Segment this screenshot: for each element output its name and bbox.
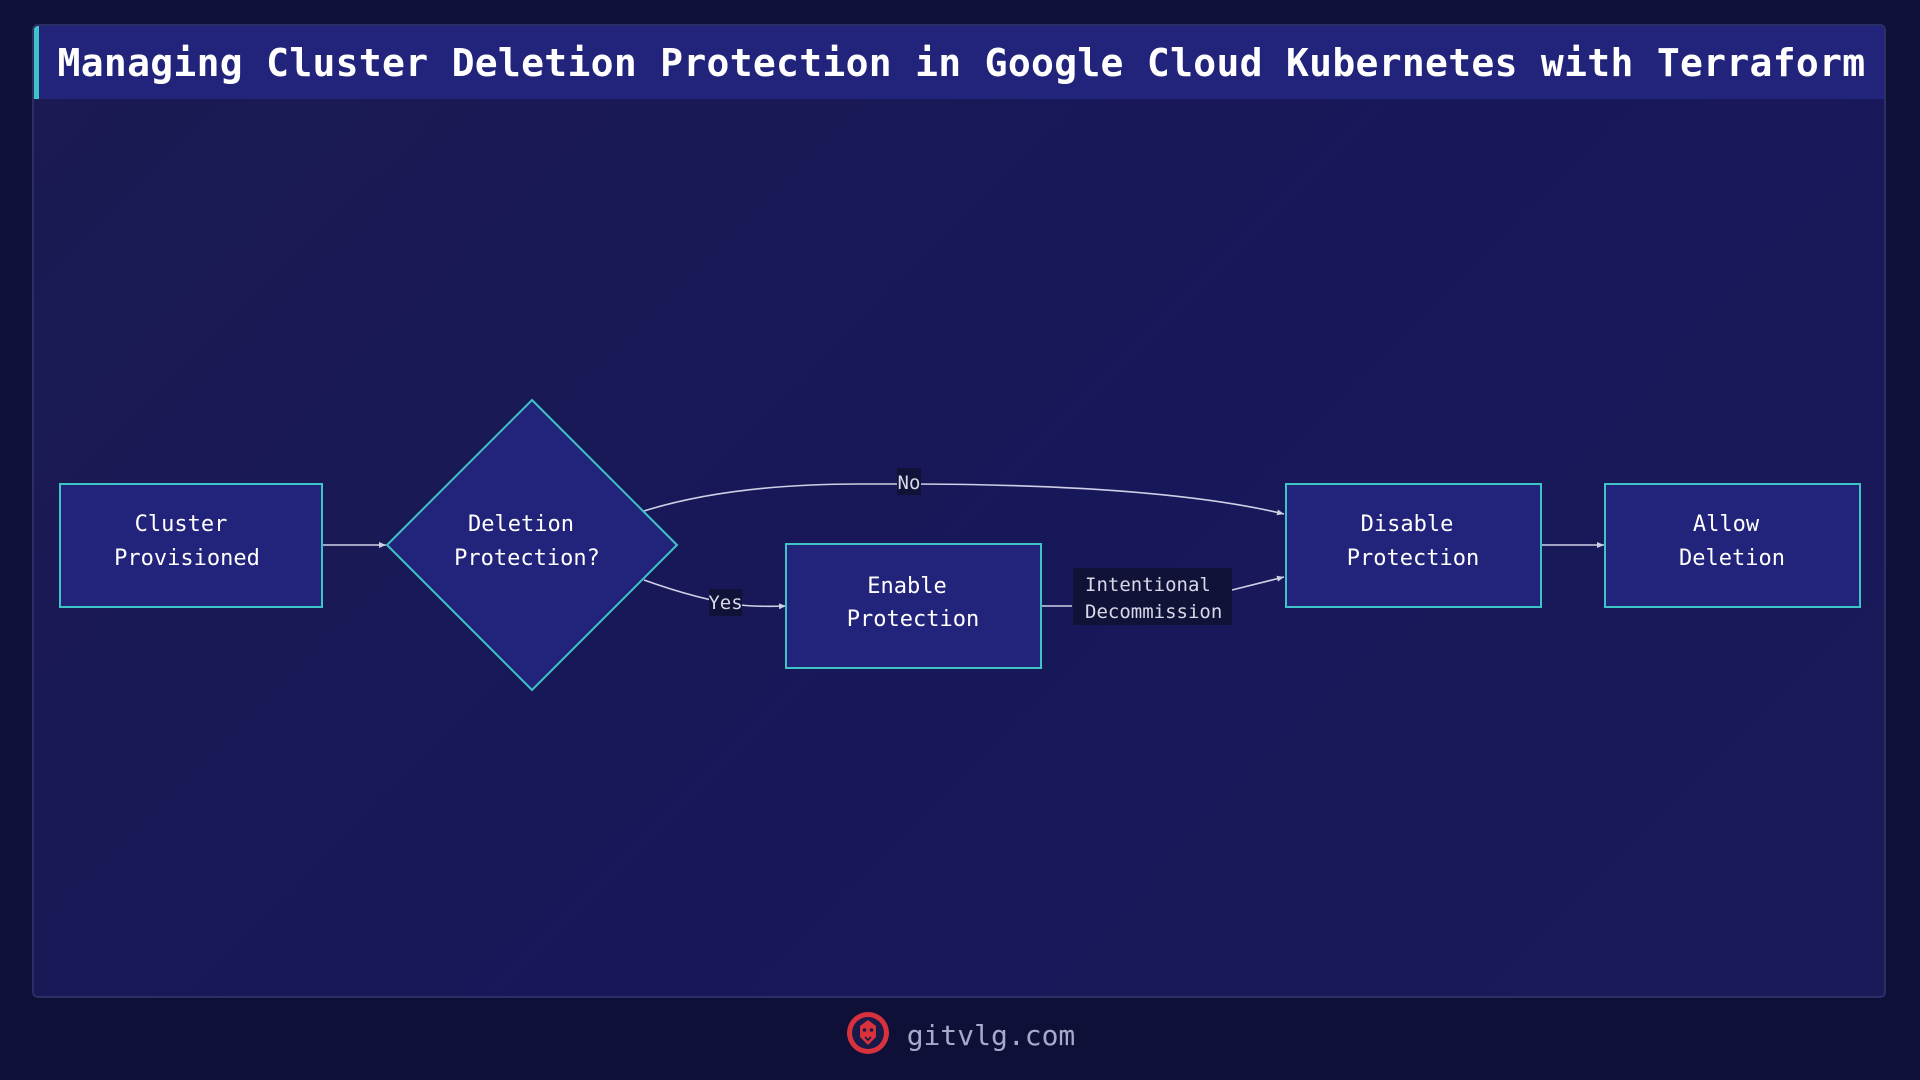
node-allow-deletion-line2: Deletion bbox=[1679, 546, 1785, 571]
node-enable-protection: Enable Protection bbox=[785, 543, 1042, 669]
node-disable-protection: Disable Protection bbox=[1285, 483, 1542, 608]
edge-label-decommission: Intentional Decommission bbox=[1073, 568, 1232, 625]
node-cluster-provisioned: Cluster Provisioned bbox=[59, 483, 323, 608]
diagram-frame: Managing Cluster Deletion Protection in … bbox=[32, 24, 1886, 998]
edge-label-yes-text: Yes bbox=[708, 592, 742, 614]
edge-label-yes: Yes bbox=[708, 589, 743, 616]
node-deletion-protection-decision: Deletion Protection? bbox=[385, 398, 679, 692]
node-enable-protection-line1: Enable bbox=[867, 574, 946, 599]
footer: gitvlg.com bbox=[0, 1012, 1920, 1058]
edge-label-no: No bbox=[897, 468, 921, 495]
node-decision-line1: Deletion bbox=[468, 512, 574, 537]
edge-label-decommission-line1: Intentional bbox=[1085, 574, 1211, 596]
node-disable-protection-line1: Disable bbox=[1361, 512, 1454, 537]
node-decision-line2: Protection? bbox=[454, 546, 600, 571]
edge-label-decommission-line2: Decommission bbox=[1085, 601, 1222, 623]
node-cluster-provisioned-line2: Provisioned bbox=[114, 546, 260, 571]
page-title: Managing Cluster Deletion Protection in … bbox=[57, 40, 1866, 85]
node-disable-protection-line2: Protection bbox=[1347, 546, 1479, 571]
title-bar: Managing Cluster Deletion Protection in … bbox=[34, 26, 1884, 99]
node-enable-protection-line2: Protection bbox=[847, 607, 979, 632]
site-link[interactable]: gitvlg.com bbox=[906, 1018, 1076, 1052]
edge-label-no-text: No bbox=[898, 472, 921, 494]
node-allow-deletion-line1: Allow bbox=[1693, 512, 1760, 537]
node-cluster-provisioned-line1: Cluster bbox=[135, 512, 228, 537]
node-allow-deletion: Allow Deletion bbox=[1604, 483, 1861, 608]
edge-decision-no bbox=[643, 483, 1285, 516]
edge-enable-to-disable-end bbox=[1231, 575, 1285, 591]
lion-head-icon bbox=[845, 1010, 891, 1060]
